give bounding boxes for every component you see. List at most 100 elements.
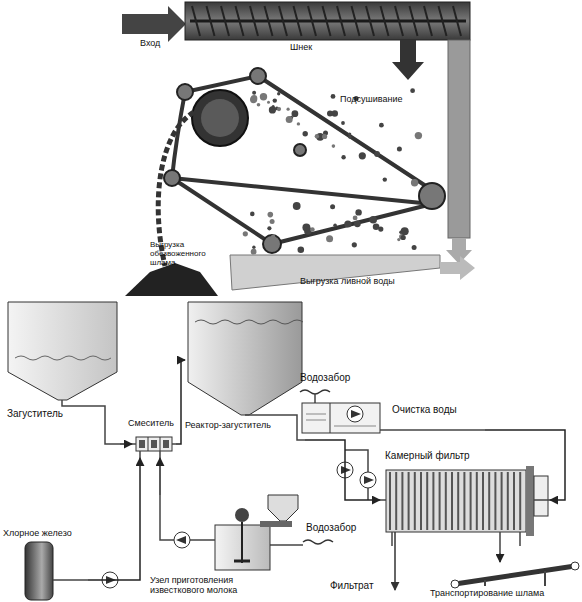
sludge-particles-part bbox=[341, 121, 345, 125]
screw-conveyor-part bbox=[308, 6, 316, 36]
unit-symbol-part bbox=[160, 437, 161, 451]
filtrate-tray bbox=[230, 255, 475, 290]
water-intake-symbol-part bbox=[314, 394, 316, 403]
belt-press-part bbox=[192, 90, 248, 146]
sludge-particles-part bbox=[297, 122, 300, 125]
unit-symbol-part bbox=[389, 472, 391, 530]
screw-conveyor-part bbox=[250, 6, 258, 36]
screw-conveyor-part bbox=[453, 6, 461, 36]
belt-press-part bbox=[177, 84, 193, 100]
pump-symbol-part bbox=[106, 576, 116, 584]
pipe-connector bbox=[88, 458, 140, 580]
pipe-connector bbox=[159, 458, 161, 495]
unit-symbol-part bbox=[306, 414, 376, 426]
sludge-particles-part bbox=[397, 238, 400, 241]
sludge-particles-part bbox=[333, 223, 337, 227]
unit-symbol-part bbox=[62, 400, 120, 444]
sludge-particles-part bbox=[315, 134, 319, 138]
sludge-particles-part bbox=[379, 123, 384, 128]
unit-symbol-part bbox=[426, 472, 428, 530]
unit-symbol-part bbox=[53, 579, 88, 581]
screw-conveyor-part bbox=[323, 6, 331, 36]
screw-conveyor-part bbox=[294, 6, 302, 36]
chute-part bbox=[448, 40, 470, 238]
screw-conveyor-part bbox=[352, 6, 360, 36]
sludge-particles-part bbox=[369, 216, 377, 224]
screw-conveyor-part bbox=[221, 6, 229, 36]
sludge-particles-part bbox=[272, 105, 275, 108]
sludge-particles-part bbox=[268, 212, 274, 218]
belt-press-part bbox=[294, 144, 306, 156]
unit-symbol bbox=[380, 448, 550, 553]
sludge-particles-part bbox=[383, 177, 387, 181]
unit-symbol-part bbox=[139, 440, 145, 448]
screw-conveyor-part bbox=[192, 6, 200, 36]
screw-conveyor-part bbox=[337, 6, 345, 36]
unit-symbol-part bbox=[302, 403, 380, 433]
screw-conveyor-part bbox=[424, 6, 432, 36]
belt-press-part bbox=[419, 183, 445, 209]
unit-symbol-part bbox=[451, 472, 453, 530]
unit-symbol bbox=[3, 528, 88, 602]
pump-symbol-part bbox=[360, 472, 376, 488]
sludge-particles-part bbox=[411, 179, 418, 186]
sludge-particles-part bbox=[399, 231, 402, 234]
sludge-particles-part bbox=[331, 94, 336, 99]
unit-symbol-part bbox=[485, 571, 545, 586]
unit-label: Транспортирование шлама bbox=[430, 588, 580, 598]
belt-press-part bbox=[201, 99, 239, 137]
unit-symbol-part bbox=[476, 472, 478, 530]
sludge-particles-part bbox=[260, 93, 267, 100]
unit-symbol-part bbox=[519, 472, 521, 530]
sludge-particles-part bbox=[252, 91, 256, 95]
unit-label: Очистка воды bbox=[392, 404, 482, 416]
process-unit: Очистка воды bbox=[300, 398, 485, 438]
unit-symbol-part bbox=[488, 472, 490, 530]
unit-label: Хлорное железо bbox=[3, 528, 88, 538]
text-label: Выгрузка ливной воды bbox=[300, 276, 440, 286]
belt-press-part bbox=[263, 235, 281, 253]
cake-discharge-part bbox=[125, 263, 218, 296]
sludge-particles-part bbox=[359, 152, 366, 159]
chute bbox=[446, 40, 472, 264]
sludge-particles-part bbox=[374, 151, 380, 157]
belt-press bbox=[164, 68, 445, 255]
process-unit: Загуститель bbox=[5, 300, 120, 448]
unit-symbol-part bbox=[408, 472, 410, 530]
text-label: Вход bbox=[140, 38, 180, 48]
sludge-particles-part bbox=[378, 227, 383, 232]
unit-symbol-part bbox=[234, 560, 250, 563]
sludge-particles-part bbox=[303, 131, 308, 136]
sludge-particles-part bbox=[327, 111, 333, 117]
unit-symbol-part bbox=[432, 472, 434, 530]
text-label: Подсушивание bbox=[340, 94, 430, 104]
unit-symbol-part bbox=[571, 562, 579, 570]
process-unit: Камерный фильтр bbox=[380, 448, 550, 553]
unit-label: Узел приготовления известкового молока bbox=[150, 575, 262, 596]
sludge-particles-part bbox=[277, 107, 281, 111]
pump-symbol-part bbox=[337, 462, 353, 478]
screw-conveyor-part bbox=[366, 6, 374, 36]
screw-conveyor-part bbox=[265, 6, 273, 36]
unit-symbol-part bbox=[351, 410, 361, 418]
sludge-particles-part bbox=[251, 249, 257, 255]
pipe-connector bbox=[499, 553, 501, 562]
filtrate-tray-part bbox=[230, 255, 440, 290]
sludge-particles-part bbox=[344, 220, 351, 227]
water-intake-symbol-part bbox=[270, 544, 303, 546]
sludge-particles-part bbox=[355, 209, 361, 215]
sludge-particles-part bbox=[257, 103, 261, 107]
belt-press-part bbox=[164, 170, 180, 186]
sludge-particles-part bbox=[252, 246, 255, 249]
unit-label: Загуститель bbox=[7, 408, 97, 420]
unit-symbol-part bbox=[25, 542, 53, 600]
unit-symbol-part bbox=[526, 466, 534, 536]
sludge-particles-part bbox=[354, 220, 361, 227]
unit-symbol-part bbox=[176, 536, 186, 544]
sludge-particles-part bbox=[341, 155, 345, 159]
unit-symbol-part bbox=[132, 444, 176, 458]
sludge-particles-part bbox=[267, 101, 270, 104]
unit-symbol-part bbox=[501, 472, 503, 530]
screw-conveyor-part bbox=[185, 2, 470, 40]
unit-symbol-part bbox=[470, 472, 472, 530]
